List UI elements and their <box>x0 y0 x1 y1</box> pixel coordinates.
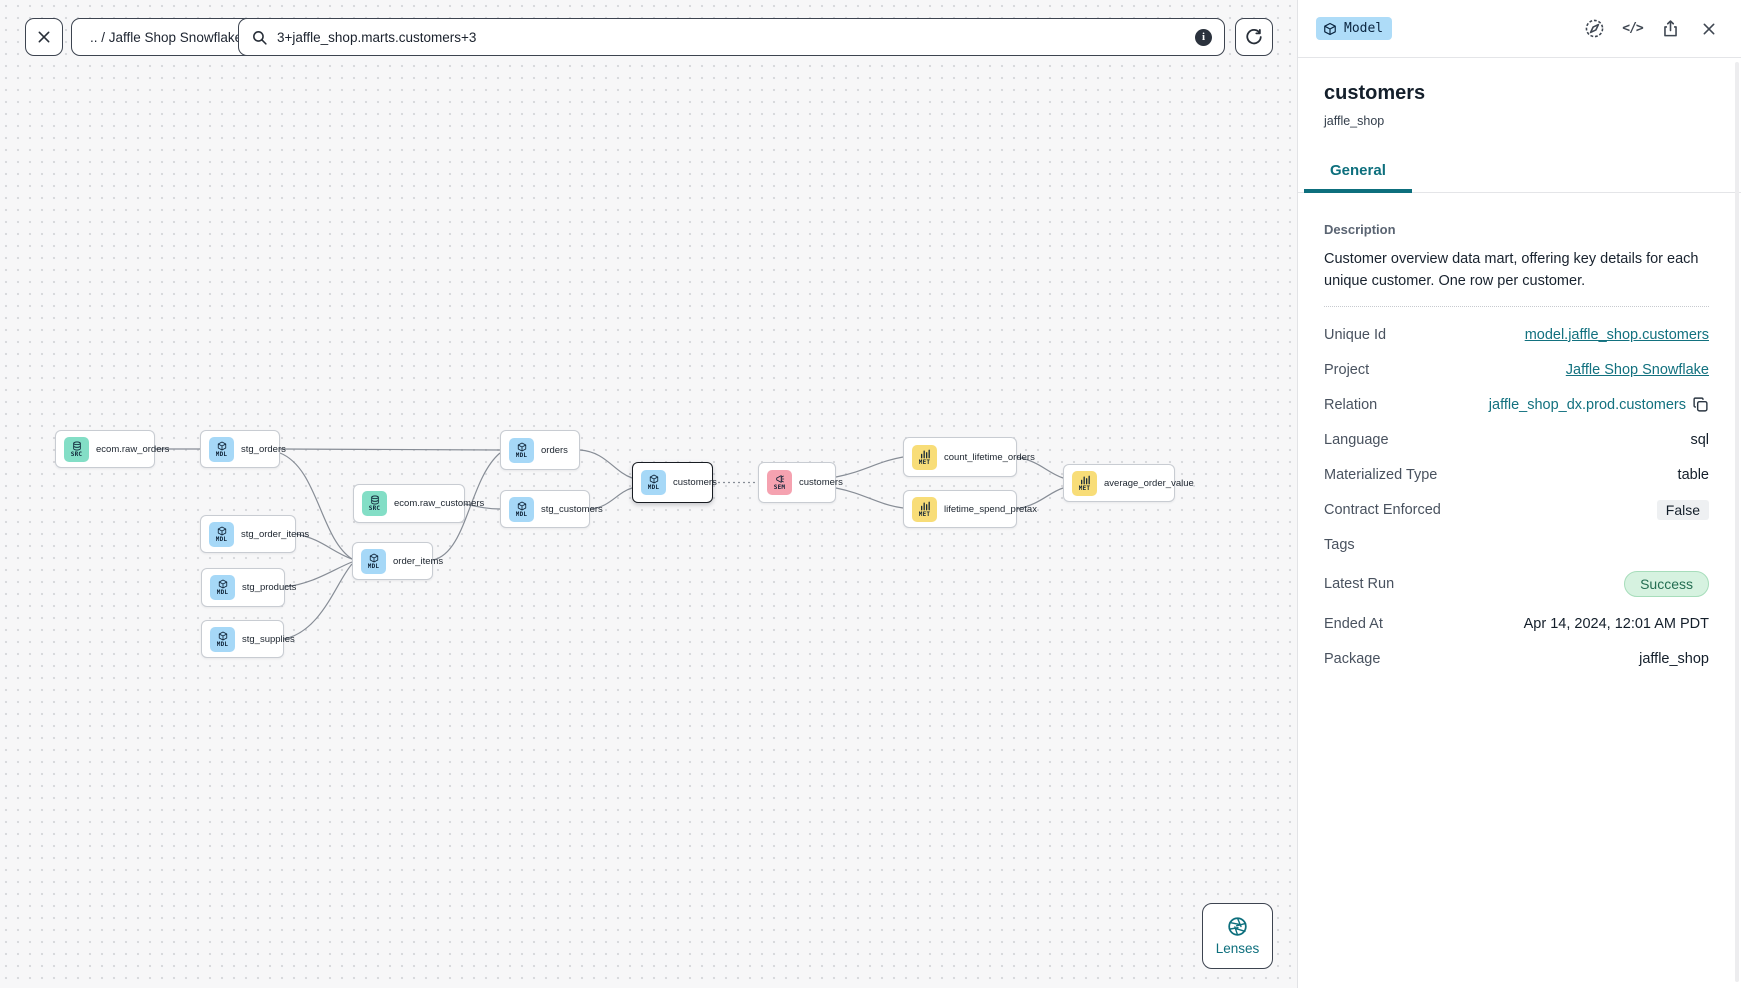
graph-node-customers-selected[interactable]: MDL customers <box>632 462 717 503</box>
model-badge-icon: MDL <box>209 521 234 547</box>
graph-node-count-lifetime-orders[interactable]: MET count_lifetime_orders <box>903 437 1035 477</box>
model-badge-icon: MDL <box>210 575 235 600</box>
tab-general[interactable]: General <box>1304 154 1412 193</box>
close-panel-icon[interactable] <box>1698 18 1719 39</box>
lenses-label: Lenses <box>1215 941 1260 956</box>
search-icon <box>251 29 268 46</box>
breadcrumb[interactable]: .. / Jaffle Shop Snowflake <box>71 18 262 56</box>
field-row-contract-enforced: Contract Enforced False <box>1324 492 1709 527</box>
graph-node-stg-orders[interactable]: MDL stg_orders <box>200 430 286 468</box>
edge-stg-supplies-order-items <box>283 563 353 640</box>
description-text: Customer overview data mart, offering ke… <box>1324 251 1699 289</box>
source-badge-icon: SRC <box>362 491 387 516</box>
metric-badge-icon: MET <box>1072 470 1097 496</box>
divider <box>1324 306 1709 307</box>
field-row-latest-run: Latest Run Success <box>1324 562 1709 606</box>
graph-node-order-items[interactable]: MDL order_items <box>352 542 443 580</box>
graph-node-average-order-value[interactable]: MET average_order_value <box>1063 464 1194 502</box>
model-badge-icon: MDL <box>641 470 666 495</box>
metric-badge-icon: MET <box>912 444 937 470</box>
lenses-button[interactable]: Lenses <box>1202 903 1273 969</box>
lineage-search-bar[interactable]: i <box>238 18 1225 56</box>
project-link[interactable]: Jaffle Shop Snowflake <box>1565 361 1709 378</box>
ended-at-value: Apr 14, 2024, 12:01 AM PDT <box>1523 615 1709 632</box>
model-badge-icon: MDL <box>509 437 534 463</box>
close-lineage-button[interactable] <box>25 18 63 56</box>
panel-title: customers <box>1324 82 1426 104</box>
field-row-tags: Tags <box>1324 536 1355 553</box>
model-badge-icon: MDL <box>209 436 234 462</box>
refresh-lineage-button[interactable] <box>1235 18 1273 56</box>
field-row-unique-id: Unique Id model.jaffle_shop.customers <box>1324 326 1709 343</box>
materialized-type-value: table <box>1677 466 1709 483</box>
resource-type-badge: Model <box>1316 17 1393 40</box>
status-badge: Success <box>1624 571 1709 597</box>
graph-node-ecom-raw-customers[interactable]: SRC ecom.raw_customers <box>353 484 484 523</box>
relation-value: jaffle_shop_dx.prod.customers <box>1488 396 1686 413</box>
aperture-icon <box>1227 916 1248 937</box>
graph-node-lifetime-spend-pretax[interactable]: MET lifetime_spend_pretax <box>903 490 1037 528</box>
source-badge-icon: SRC <box>64 436 89 462</box>
lineage-canvas[interactable]: .. / Jaffle Shop Snowflake i SRC ecom.ra… <box>0 0 1297 988</box>
field-row-project: Project Jaffle Shop Snowflake <box>1324 361 1709 378</box>
contract-enforced-badge: False <box>1656 499 1709 520</box>
view-code-icon[interactable]: </> <box>1622 21 1644 36</box>
breadcrumb-label: .. / Jaffle Shop Snowflake <box>90 29 243 45</box>
edge-sem-lifetime-spend-pretax <box>835 487 904 509</box>
field-row-ended-at: Ended At Apr 14, 2024, 12:01 AM PDT <box>1324 615 1709 632</box>
graph-node-stg-products[interactable]: MDL stg_products <box>201 568 296 607</box>
description-label: Description <box>1324 222 1396 237</box>
model-badge-icon: MDL <box>509 496 534 522</box>
model-badge-icon: MDL <box>210 626 235 652</box>
cube-icon <box>1323 22 1337 36</box>
node-details-panel: Model </> customers jaffle_shop General … <box>1297 0 1741 988</box>
share-icon[interactable] <box>1660 18 1681 39</box>
field-row-language: Language sql <box>1324 431 1709 448</box>
panel-header: Model </> <box>1298 0 1741 58</box>
edge-sem-count-lifetime-orders <box>835 456 904 478</box>
panel-scrollbar[interactable] <box>1735 62 1739 982</box>
package-value: jaffle_shop <box>1639 650 1709 667</box>
graph-node-customers-semantic[interactable]: SEM customers <box>758 462 843 503</box>
edge-stg-orders-orders <box>279 448 501 451</box>
field-row-materialized-type: Materialized Type table <box>1324 466 1709 483</box>
language-value: sql <box>1690 431 1709 448</box>
info-icon[interactable]: i <box>1195 28 1212 46</box>
unique-id-link[interactable]: model.jaffle_shop.customers <box>1524 326 1709 343</box>
graph-node-ecom-raw-orders[interactable]: SRC ecom.raw_orders <box>55 430 169 468</box>
graph-node-stg-customers[interactable]: MDL stg_customers <box>500 490 603 528</box>
explore-lineage-icon[interactable] <box>1584 18 1605 39</box>
field-row-package: Package jaffle_shop <box>1324 650 1709 667</box>
field-row-relation: Relation jaffle_shop_dx.prod.customers <box>1324 387 1709 422</box>
model-badge-icon: MDL <box>361 548 386 574</box>
edge-orders-customers <box>579 449 633 479</box>
lineage-selector-input[interactable] <box>277 29 1186 45</box>
metric-badge-icon: MET <box>912 496 937 522</box>
graph-node-stg-supplies[interactable]: MDL stg_supplies <box>201 620 295 658</box>
semantic-model-badge-icon: SEM <box>767 470 792 495</box>
panel-subtitle: jaffle_shop <box>1324 114 1385 128</box>
copy-icon[interactable] <box>1692 396 1709 413</box>
graph-node-stg-order-items[interactable]: MDL stg_order_items <box>200 515 309 553</box>
graph-node-orders[interactable]: MDL orders <box>500 430 580 470</box>
panel-tabs: General <box>1298 154 1741 193</box>
